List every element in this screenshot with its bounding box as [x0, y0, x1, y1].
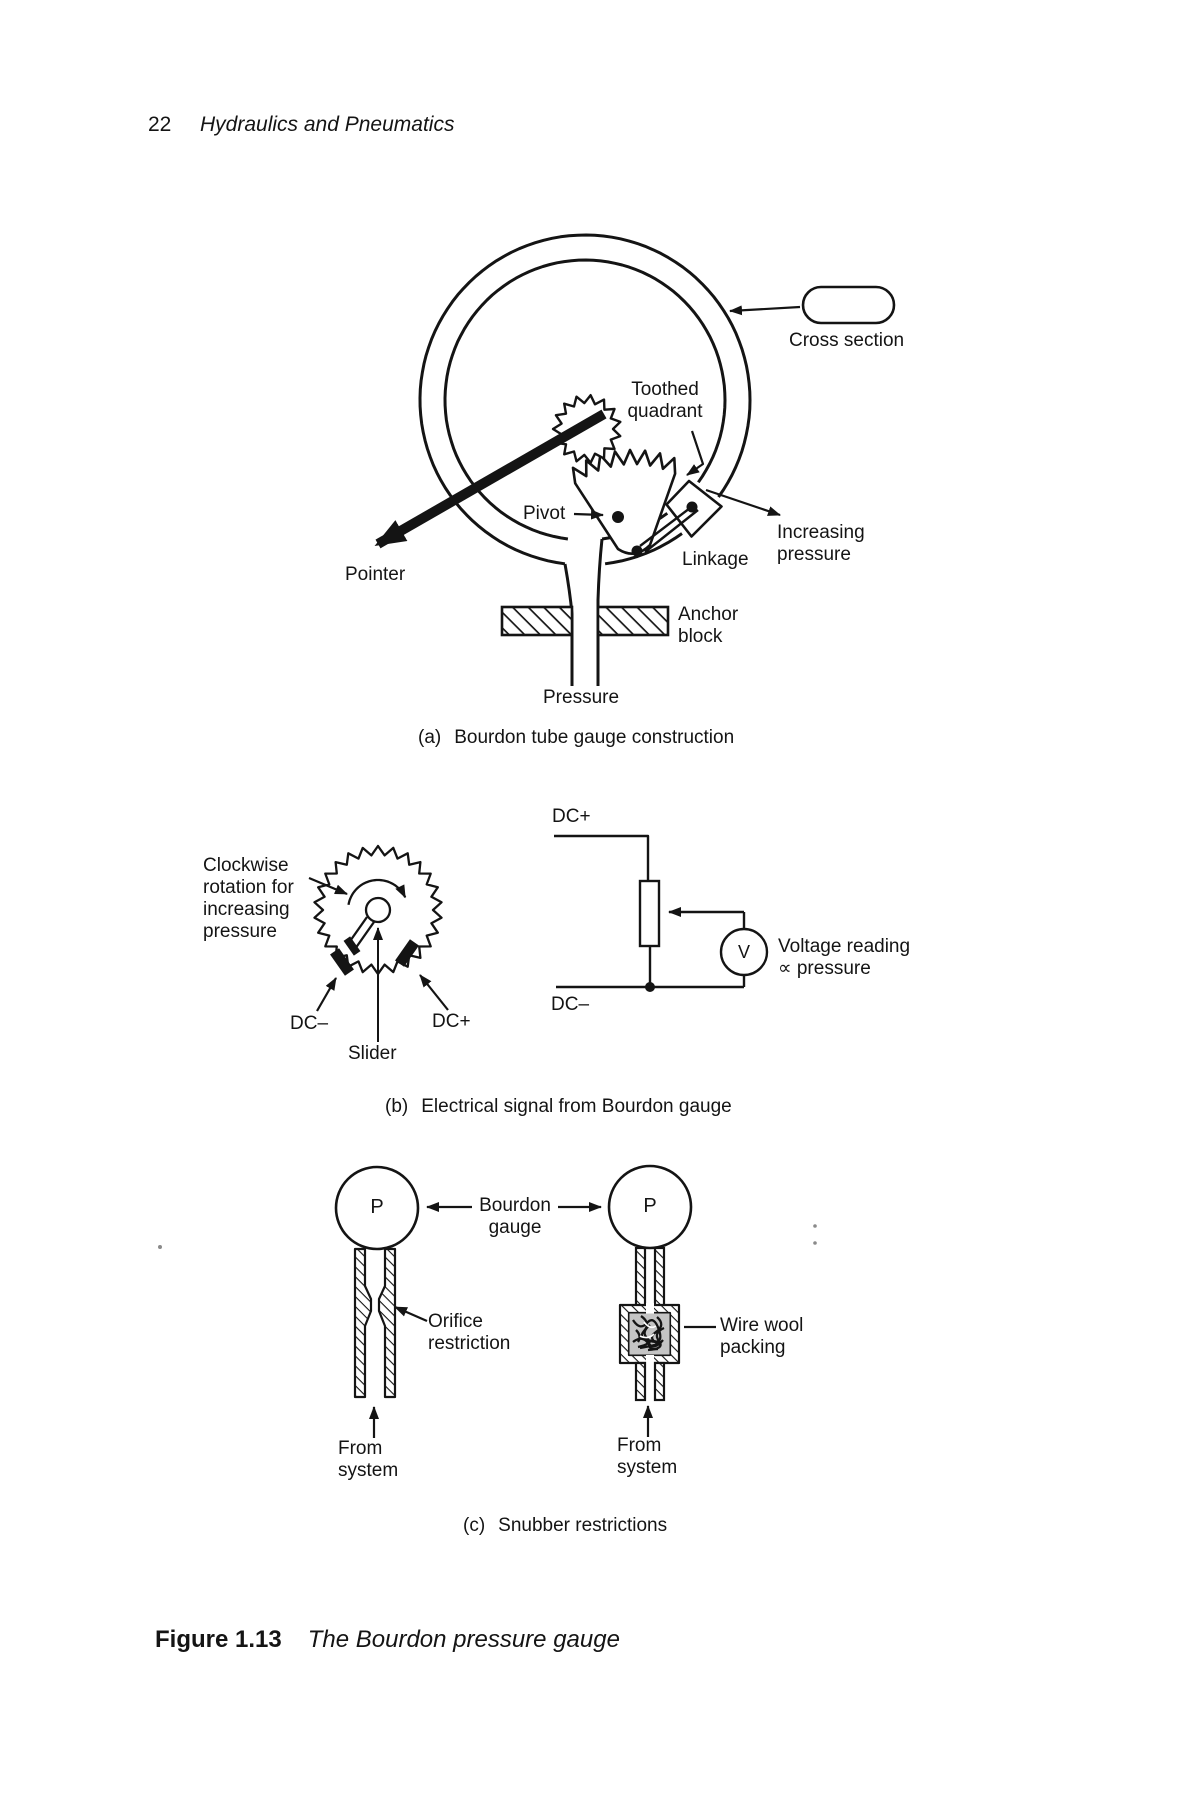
scan-artifacts [158, 1224, 817, 1249]
label-dc-minus-circuit: DC– [551, 994, 590, 1015]
caption-b: (b)Electrical signal from Bourdon gauge [385, 1096, 732, 1117]
label-anchor-block: Anchor block [678, 604, 739, 647]
gauge-letter-left: P [370, 1196, 384, 1218]
label-dc-plus-pot: DC+ [432, 1011, 471, 1032]
label-toothed-quadrant: Toothed quadrant [627, 379, 703, 422]
running-title: Hydraulics and Pneumatics [200, 113, 455, 136]
diagram-c-art [334, 1164, 716, 1438]
label-pressure: Pressure [543, 687, 620, 708]
label-wire-wool: Wire wool packing [720, 1315, 804, 1358]
page-number: 22 [148, 113, 172, 136]
label-dc-minus-pot: DC– [290, 1013, 329, 1034]
label-from-system-left: From system [338, 1438, 399, 1481]
label-slider: Slider [348, 1043, 397, 1064]
label-voltage-note: Voltage reading ∝ pressure [778, 936, 911, 979]
label-rotation-note: Clockwise rotation for increasing pressu… [203, 855, 294, 942]
caption-c: (c)Snubber restrictions [463, 1515, 668, 1536]
label-orifice: Orifice restriction [428, 1311, 511, 1354]
diagram-a-art [374, 233, 896, 686]
gauge-letter-right: P [643, 1195, 657, 1217]
figure-caption: Figure 1.13 The Bourdon pressure gauge [155, 1626, 620, 1654]
figure-title: The Bourdon pressure gauge [307, 1626, 620, 1653]
figure-number: Figure 1.13 [155, 1626, 282, 1653]
label-pointer: Pointer [345, 564, 406, 585]
caption-a: (a)Bourdon tube gauge construction [418, 727, 735, 748]
label-bourdon-gauge: Bourdon gauge [479, 1195, 551, 1238]
voltmeter-symbol: V [737, 942, 750, 962]
label-linkage: Linkage [682, 549, 749, 570]
label-pivot: Pivot [523, 503, 566, 524]
label-from-system-right: From system [617, 1435, 678, 1478]
label-increasing-pressure: Increasing pressure [777, 522, 865, 565]
diagram-b-art [308, 834, 769, 1042]
label-cross-section: Cross section [789, 330, 905, 351]
label-dc-plus-circuit: DC+ [552, 806, 591, 827]
